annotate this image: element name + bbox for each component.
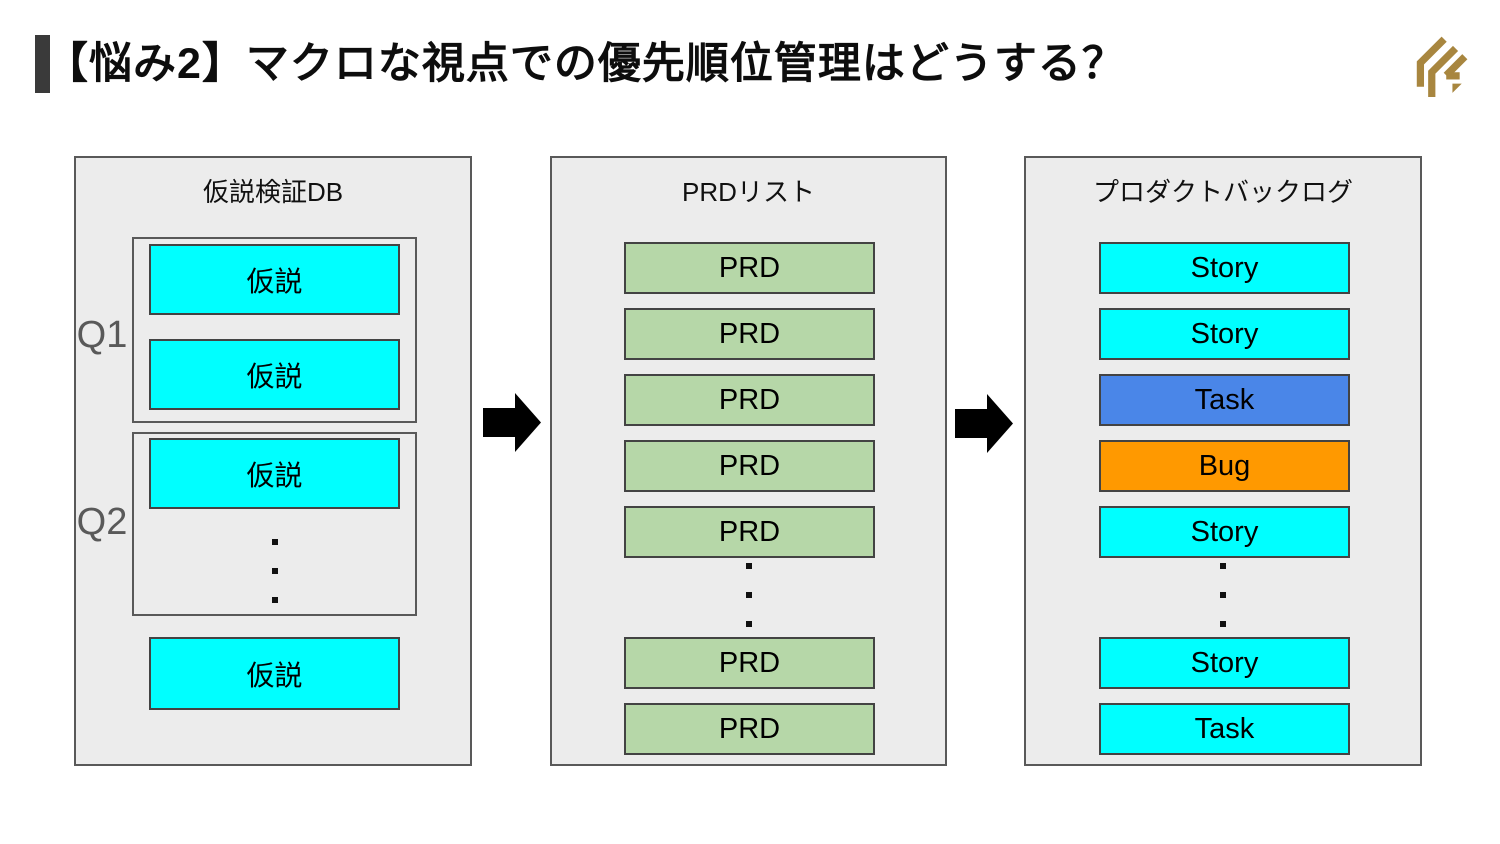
dot <box>1220 592 1226 598</box>
flow-arrow-icon <box>955 394 1013 453</box>
arrow-shape <box>483 393 541 452</box>
dot <box>745 592 752 598</box>
panel-product-backlog: プロダクトバックログ Story Story Task Bug Story St… <box>1024 156 1422 766</box>
panel-prd-list: PRDリスト PRD PRD PRD PRD PRD PRD PRD <box>550 156 947 766</box>
prd-card: PRD <box>624 242 875 294</box>
ellipsis-dots <box>552 563 945 627</box>
dot <box>745 621 752 627</box>
panel-title: 仮説検証DB <box>202 177 344 207</box>
backlog-item-story: Story <box>1099 242 1350 294</box>
quarter-group-q1: 仮説 仮説 <box>132 237 417 423</box>
backlog-item-story: Story <box>1099 308 1350 360</box>
dot <box>745 563 752 569</box>
dot <box>271 539 278 545</box>
dot <box>1220 563 1226 569</box>
ellipsis-dots <box>134 539 415 603</box>
hypothesis-card: 仮説 <box>149 438 400 509</box>
panel-title: プロダクトバックログ <box>1092 177 1353 207</box>
hypothesis-card: 仮説 <box>149 637 400 710</box>
backlog-item-story: Story <box>1099 506 1350 558</box>
prd-card: PRD <box>624 308 875 360</box>
prd-card: PRD <box>624 374 875 426</box>
hypothesis-card: 仮説 <box>149 339 400 410</box>
backlog-item-bug: Bug <box>1099 440 1350 492</box>
backlog-item-task: Task <box>1099 703 1350 755</box>
flow-arrow-icon <box>483 393 541 452</box>
panel-title: PRDリスト <box>682 177 815 207</box>
prd-card: PRD <box>624 637 875 689</box>
dot <box>271 597 278 603</box>
dot <box>271 568 278 574</box>
ellipsis-dots <box>1026 563 1420 627</box>
prd-card: PRD <box>624 440 875 492</box>
backlog-item-task: Task <box>1099 374 1350 426</box>
page-title: 【悩み2】マクロな視点での優先順位管理はどうする？ <box>45 40 1126 88</box>
title-accent-bar <box>35 35 50 93</box>
prd-card: PRD <box>624 506 875 558</box>
dot <box>1220 621 1226 627</box>
quarter-group-q2: 仮説 <box>132 432 417 616</box>
prd-card: PRD <box>624 703 875 755</box>
arrow-shape <box>955 394 1013 453</box>
hypothesis-card: 仮説 <box>149 244 400 315</box>
panel-hypothesis-db: 仮説検証DB Q1 Q2 仮説 仮説 仮説 仮説 <box>74 156 472 766</box>
quarter-label-q1: Q1 <box>76 314 128 356</box>
quarter-label-q2: Q2 <box>76 501 128 543</box>
company-logo-icon <box>1416 36 1468 98</box>
backlog-item-story: Story <box>1099 637 1350 689</box>
